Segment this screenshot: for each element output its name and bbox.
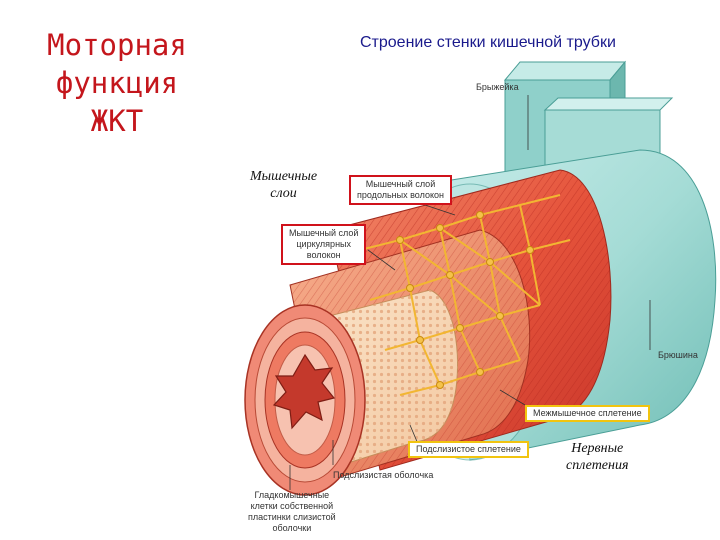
annotation-muscle-layers: Мышечные слои: [250, 168, 317, 202]
label-longitudinal-muscle: Мышечный слой продольных волокон: [349, 175, 452, 205]
label-submucosal-plexus: Подслизистое сплетение: [408, 441, 529, 458]
label-line: волокон: [289, 250, 358, 261]
label-line: клетки собственной: [248, 501, 336, 512]
label-line: циркулярных: [289, 239, 358, 250]
label-mesentery: Брыжейка: [476, 82, 519, 93]
label-line: пластинки слизистой: [248, 512, 336, 523]
label-line: Гладкомышечные: [248, 490, 336, 501]
annotation-line: сплетения: [566, 457, 628, 474]
annotation-line: Мышечные: [250, 168, 317, 185]
label-serosa: Брюшина: [658, 350, 698, 361]
label-myenteric-plexus: Межмышечное сплетение: [525, 405, 650, 422]
label-line: Мышечный слой: [289, 228, 358, 239]
label-smooth-muscle-cells: Гладкомышечные клетки собственной пласти…: [248, 490, 336, 534]
label-circular-muscle: Мышечный слой циркулярных волокон: [281, 224, 366, 265]
label-line: Мышечный слой: [357, 179, 444, 190]
label-submucosa: Подслизистая оболочка: [333, 470, 433, 481]
annotation-line: слои: [250, 185, 317, 202]
label-line: продольных волокон: [357, 190, 444, 201]
cross-section-face: [245, 305, 365, 495]
annotation-line: Нервные: [566, 440, 628, 457]
annotation-nerve-plexuses: Нервные сплетения: [566, 440, 628, 474]
label-line: оболочки: [248, 523, 336, 534]
